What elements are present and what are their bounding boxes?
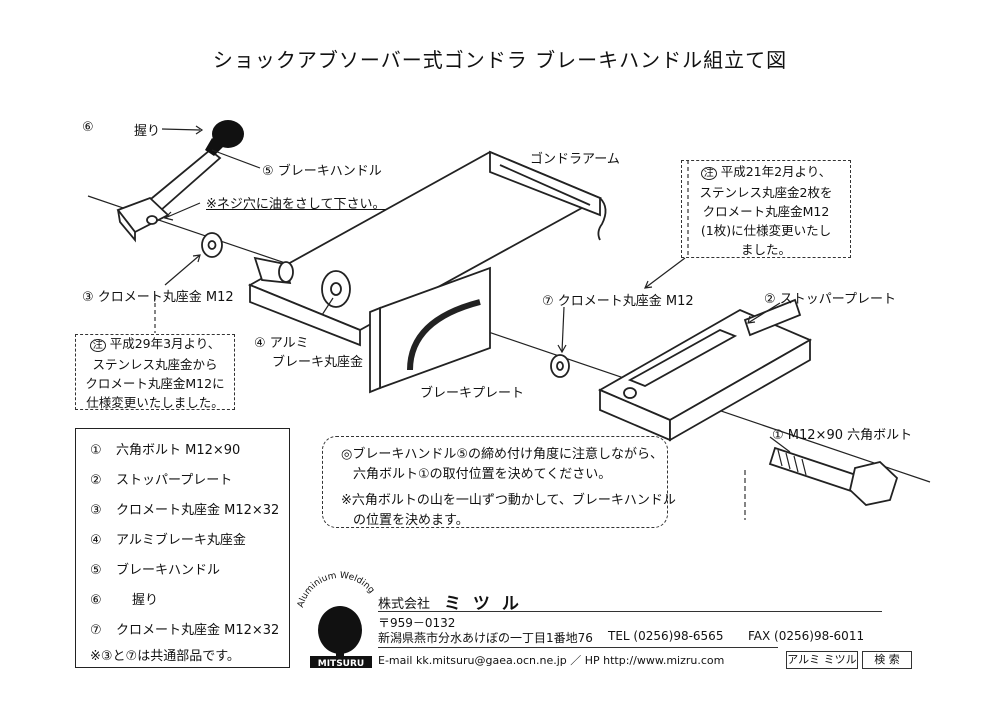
center-note-line2: 六角ボルト①の取付位置を決めてください。 xyxy=(353,467,612,482)
center-note-line4: の位置を決めます。 xyxy=(353,513,469,528)
company-address: 新潟県燕市分水あけぼの一丁目1番地76 xyxy=(378,631,593,645)
grip-knob xyxy=(205,120,244,156)
label-washer-3: ③ クロメート丸座金 M12 xyxy=(82,290,234,305)
search-keyword-box[interactable]: アルミ ミツル xyxy=(786,651,858,669)
label-brake-plate: ブレーキプレート xyxy=(420,386,525,401)
logo-name: MITSURU xyxy=(318,659,364,669)
label-grip: 握り xyxy=(134,124,161,139)
note-right-line: ステンレス丸座金2枚を xyxy=(699,185,833,200)
label-washer-7: ⑦ クロメート丸座金 M12 xyxy=(542,294,694,309)
company-name: ミ ツ ル xyxy=(444,594,522,614)
note-connectors xyxy=(154,160,689,333)
stopper-plate xyxy=(597,298,813,442)
label-hex-bolt: ① M12×90 六角ボルト xyxy=(772,428,913,443)
arm-collar xyxy=(253,256,294,285)
note-left-box: 注 平成29年3月より、 ステンレス丸座金から クロメート丸座金M12に 仕様変… xyxy=(75,334,235,410)
company-postal: 〒959－0132 xyxy=(378,616,456,630)
label-gondola-arm: ゴンドラアーム xyxy=(530,152,620,167)
brake-plate xyxy=(369,266,491,394)
label-oil-note: ※ネジ穴に油をさして下さい。 xyxy=(206,197,386,212)
label-washer-4-line2: ブレーキ丸座金 xyxy=(272,355,364,370)
washer-3 xyxy=(201,232,223,258)
note-left-line: 仕様変更いたしました。 xyxy=(86,395,224,410)
note-right-line: クロメート丸座金M12 xyxy=(702,204,830,219)
note-left-mark: 注 xyxy=(89,339,106,352)
note-left-line: 平成29年3月より、 xyxy=(109,336,221,351)
center-note-line1: ◎ブレーキハンドル⑤の締め付け角度に注意しながら、 xyxy=(341,447,663,462)
note-left-line: ステンレス丸座金から xyxy=(92,357,218,372)
note-right-box: 注 平成21年2月より、 ステンレス丸座金2枚を クロメート丸座金M12 (1枚… xyxy=(681,160,851,258)
company-contact: E-mail kk.mitsuru@gaea.ocn.ne.jp ／ HP ht… xyxy=(378,654,725,667)
hex-bolt xyxy=(768,446,899,506)
center-note-line3: ※六角ボルトの山を一山ずつ動かして、ブレーキハンドル xyxy=(341,493,676,508)
page-title: ショックアブソーバー式ゴンドラ ブレーキハンドル組立て図 xyxy=(212,48,788,72)
note-right-line: ました。 xyxy=(740,242,791,257)
search-button[interactable]: 検 索 xyxy=(862,651,912,669)
leader-lines xyxy=(161,125,791,453)
company-divider xyxy=(378,611,882,612)
company-divider-2 xyxy=(378,647,778,648)
company-fax: FAX (0256)98-6011 xyxy=(748,629,865,643)
logo-arc-text: Aluminium Welding xyxy=(296,571,376,609)
note-right-line: (1枚)に仕様変更いたし xyxy=(700,223,832,238)
note-right-line: 平成21年2月より、 xyxy=(720,164,832,179)
note-left-line: クロメート丸座金M12に xyxy=(85,376,225,391)
label-brake-handle: ⑤ ブレーキハンドル xyxy=(262,164,382,179)
legend-footer: ※③と⑦は共通部品です。 xyxy=(90,649,240,664)
tree-icon xyxy=(318,606,362,654)
company-prefix: 株式会社 xyxy=(378,597,431,612)
center-note: ◎ブレーキハンドル⑤の締め付け角度に注意しながら、 六角ボルト①の取付位置を決め… xyxy=(322,436,676,528)
note-right-mark: 注 xyxy=(700,167,717,180)
company-tel: TEL (0256)98-6565 xyxy=(608,629,724,643)
svg-text:Aluminium Welding: Aluminium Welding xyxy=(296,571,376,609)
washer-4 xyxy=(321,270,351,308)
assembly-axis-line xyxy=(87,195,931,483)
washer-7 xyxy=(550,354,570,378)
label-stopper-plate: ② ストッパープレート xyxy=(764,292,897,307)
label-grip-number: ⑥ xyxy=(82,120,94,135)
label-washer-4-line1: ④ アルミ xyxy=(254,336,309,351)
